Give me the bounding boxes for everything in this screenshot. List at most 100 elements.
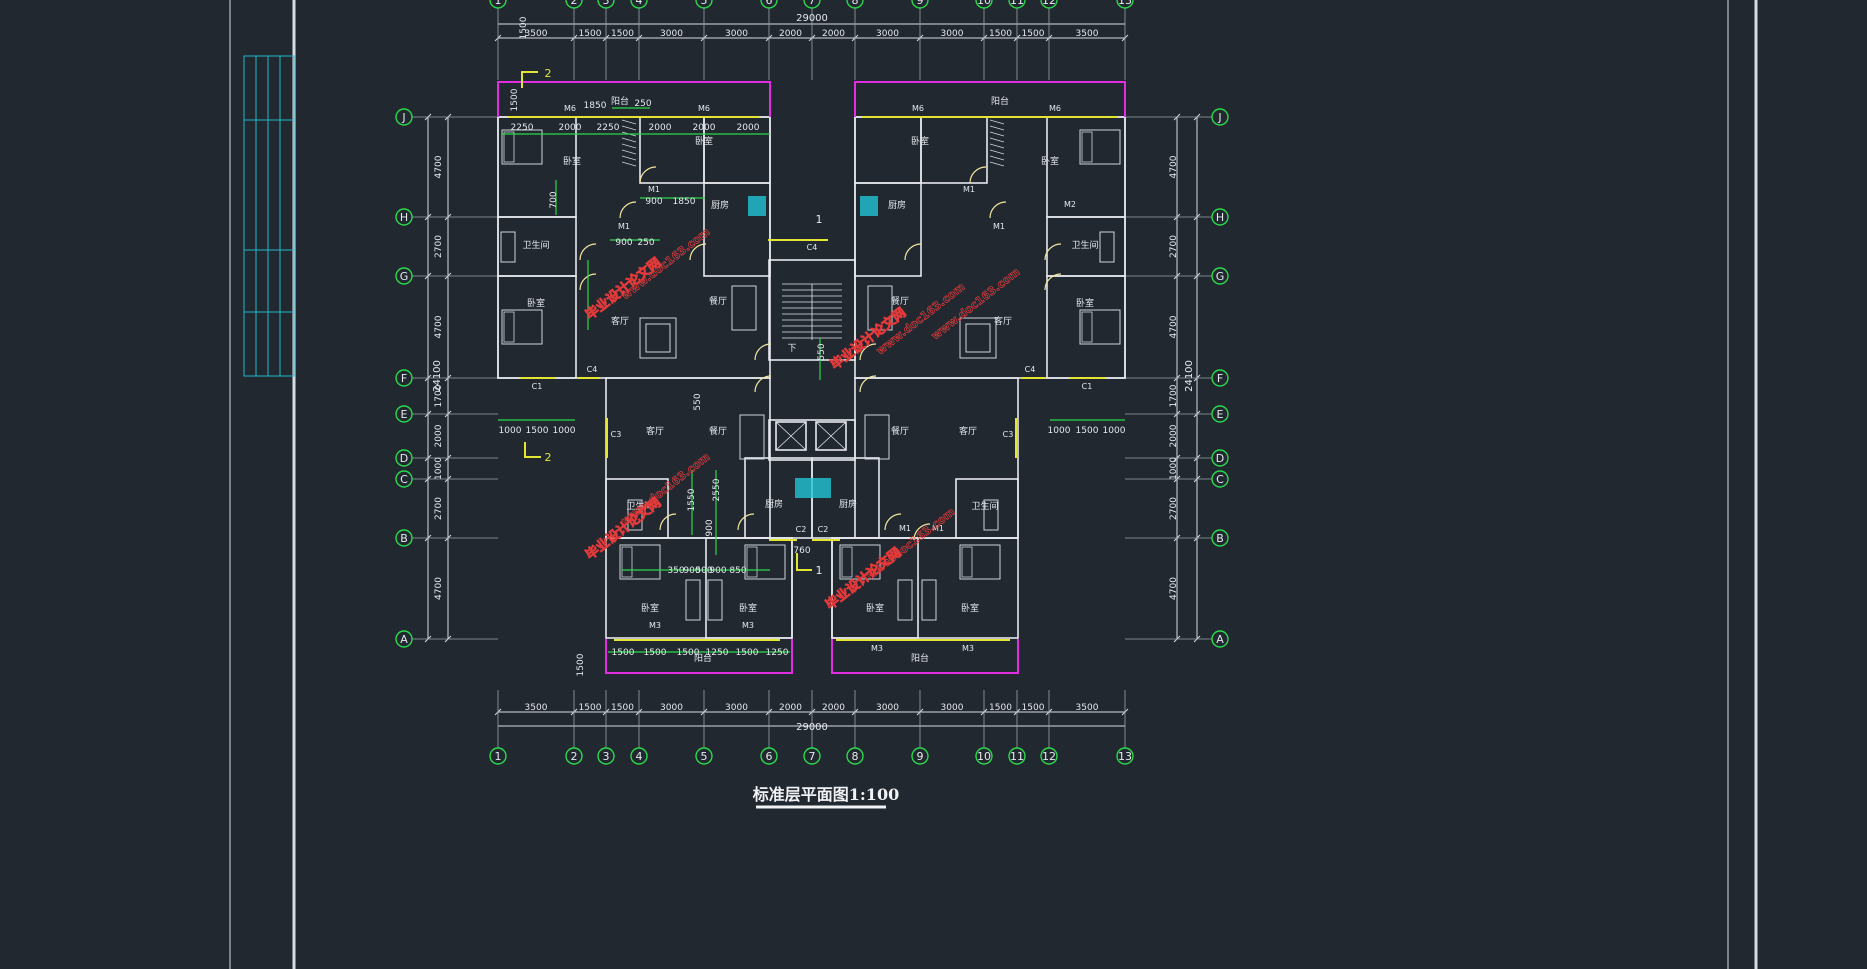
svg-text:1: 1 (495, 750, 502, 763)
room-dining-sw: 餐厅 (709, 425, 727, 437)
dim-1500-s1: 1500 (612, 648, 635, 658)
room-bath-se: 卫生间 (971, 500, 998, 512)
axis-bubble-left-J: J (395, 108, 413, 126)
axis-bubble-bottom-13: 13 (1116, 747, 1134, 765)
top-dim-8: 3000 (941, 29, 964, 39)
dim-v-900-s: 900 (705, 519, 715, 536)
svg-text:9: 9 (917, 0, 924, 7)
window-c2-e: C2 (818, 525, 829, 534)
left-total-dimension: 24100 (432, 360, 443, 392)
fixtures (500, 119, 1121, 621)
dim-1000-w2: 1000 (553, 426, 576, 436)
axis-bubble-bottom-8: 8 (846, 747, 864, 765)
top-dim-9: 1500 (989, 29, 1012, 39)
dim-1000-e1: 1000 (1048, 426, 1071, 436)
right-dim-2: 4700 (1169, 315, 1179, 338)
svg-text:10: 10 (977, 750, 991, 763)
svg-text:11: 11 (1010, 750, 1024, 763)
axis-bubble-right-J: J (1211, 108, 1229, 126)
dim-1500-balcony-n: 1500 (519, 16, 529, 39)
bottom-dim-2: 1500 (611, 703, 634, 713)
axis-bubble-top-5: 5 (695, 0, 713, 9)
door-m1-e: M1 (899, 524, 911, 533)
dim-v-1550: 1550 (687, 488, 697, 511)
axis-bubble-right-E: E (1211, 405, 1229, 423)
room-bedroom-sw2: 卧室 (739, 602, 757, 614)
svg-text:9: 9 (917, 750, 924, 763)
room-bedroom-nm: 卧室 (695, 135, 713, 147)
svg-text:2: 2 (571, 0, 578, 7)
right-dim-4: 2000 (1169, 424, 1179, 447)
watermark-url-3: www.doc163.com (864, 505, 958, 582)
axis-grid-lines (412, 8, 1212, 748)
axis-bubble-left-F: F (395, 369, 413, 387)
section-2-top: 2 (545, 67, 552, 80)
bottom-dim-4: 3000 (725, 703, 748, 713)
room-bedroom-nee: 卧室 (1041, 155, 1059, 167)
axis-bubble-bottom-9: 9 (911, 747, 929, 765)
top-dim-6: 2000 (822, 29, 845, 39)
axis-bubble-top-10: 10 (975, 0, 993, 9)
room-bedroom-sw1: 卧室 (641, 602, 659, 614)
dim-v-700-655: 700 (549, 191, 559, 208)
dim-900-b: 900 (615, 238, 632, 248)
svg-text:13: 13 (1118, 750, 1132, 763)
svg-text:13: 13 (1118, 0, 1132, 7)
left-dim-7: 4700 (434, 577, 444, 600)
svg-text:8: 8 (852, 0, 859, 7)
drawing-title: 标准层平面图1:100 (752, 785, 899, 804)
dim-500: 500 (695, 566, 712, 576)
svg-text:6: 6 (766, 0, 773, 7)
svg-text:E: E (401, 408, 408, 421)
room-bedroom-se1: 卧室 (866, 602, 884, 614)
svg-text:5: 5 (701, 0, 708, 7)
window-c4-stair: C4 (807, 243, 818, 252)
dim-v-2550: 2550 (712, 478, 722, 501)
axis-bubble-top-8: 8 (846, 0, 864, 9)
svg-text:6: 6 (766, 750, 773, 763)
dim-1250-s1: 1250 (706, 648, 729, 658)
title-block (243, 55, 295, 377)
room-living-sw: 客厅 (646, 425, 664, 437)
axis-bubble-bottom-7: 7 (803, 747, 821, 765)
top-dim-10: 1500 (1022, 29, 1045, 39)
section-1-top: 1 (816, 213, 823, 226)
right-dim-3: 1700 (1169, 384, 1179, 407)
door-m1-a: M1 (648, 185, 660, 194)
svg-text:G: G (400, 270, 409, 283)
window-c3-w: C3 (611, 430, 622, 439)
svg-text:12: 12 (1042, 0, 1056, 7)
room-balcony-ne: 阳台 (991, 95, 1009, 107)
dim-2000-d: 2000 (737, 123, 760, 133)
window-c4-e: C4 (1025, 365, 1036, 374)
svg-text:F: F (401, 372, 407, 385)
svg-text:A: A (400, 633, 408, 646)
door-m6-ne: M6 (912, 104, 924, 113)
left-dim-1: 2700 (434, 235, 444, 258)
dim-900-s: 900 (683, 566, 700, 576)
dim-760: 760 (793, 546, 810, 556)
dim-1000-w1: 1000 (499, 426, 522, 436)
watermark-url-2: www.doc163.com (619, 450, 713, 527)
axis-bubble-right-B: B (1211, 529, 1229, 547)
section-markers (521, 71, 812, 571)
right-dim-0: 4700 (1169, 155, 1179, 178)
door-m6-nw: M6 (564, 104, 576, 113)
dim-250-b: 250 (637, 238, 654, 248)
dim-900-s2: 900 (709, 566, 726, 576)
balcony-edges (497, 81, 1126, 674)
axis-bubble-top-3: 3 (597, 0, 615, 9)
axis-bubble-top-13: 13 (1116, 0, 1134, 9)
bottom-dim-1: 1500 (579, 703, 602, 713)
svg-text:H: H (400, 211, 408, 224)
room-kitchen-ne: 厨房 (888, 199, 906, 211)
door-m6-nm: M6 (698, 104, 710, 113)
svg-text:8: 8 (852, 750, 859, 763)
internal-dimensions: 1850 250 2250 2000 2250 2000 2000 2000 9… (499, 16, 1126, 658)
dim-1850-top: 1850 (584, 101, 607, 111)
windows (508, 116, 1118, 641)
dim-1500-s4: 1500 (736, 648, 759, 658)
